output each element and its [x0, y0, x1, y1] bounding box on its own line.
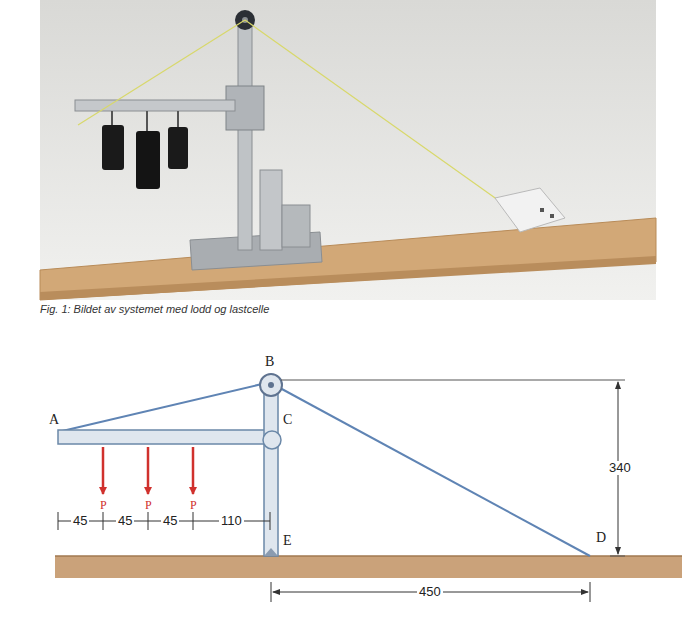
load-label: P: [188, 499, 199, 512]
drawing-part: [263, 431, 281, 449]
drawing-part: [40, 0, 656, 300]
dimension: 45: [161, 514, 179, 528]
drawing-part: [58, 384, 262, 432]
drawing-part: [75, 100, 235, 111]
load-label: P: [143, 499, 154, 512]
drawing-part: [78, 20, 245, 125]
drawing-part: [495, 188, 565, 232]
point-label: A: [47, 412, 61, 427]
drawing-part: [102, 447, 105, 494]
drawing-part: [147, 447, 150, 494]
drawing-part: [192, 447, 195, 494]
drawing-part: [102, 125, 124, 170]
drawing-part: [40, 256, 656, 300]
drawing-part: [55, 556, 682, 578]
dimension: 45: [71, 514, 89, 528]
point-label: E: [281, 533, 294, 548]
drawing-part: [136, 131, 160, 189]
drawing-part: [260, 374, 282, 396]
load-label: P: [98, 499, 109, 512]
point-label: C: [281, 412, 294, 427]
drawing-part: [168, 127, 188, 169]
drawing-part: [264, 385, 278, 556]
dimension: 340: [607, 461, 633, 475]
drawing-part: [610, 556, 625, 557]
drawing-part: [280, 388, 590, 556]
drawing-part: [238, 18, 252, 250]
drawing-part: [40, 218, 656, 300]
point-label: B: [263, 354, 276, 369]
dimension: 45: [116, 514, 134, 528]
drawing-part: [550, 214, 554, 218]
figure-caption: Fig. 1: Bildet av systemet med lodd og l…: [38, 303, 271, 315]
drawing-part: [268, 382, 274, 388]
drawing-part: [540, 208, 544, 212]
drawing-part: [245, 20, 505, 205]
drawing-part: [264, 548, 278, 556]
point-label: D: [594, 530, 608, 545]
dimension: 450: [417, 585, 443, 599]
drawing-part: [58, 430, 266, 444]
drawing-part: [260, 170, 282, 250]
structure: [55, 374, 682, 602]
drawing-part: [282, 205, 310, 247]
dimension: 110: [219, 514, 244, 528]
drawing-part: [281, 380, 625, 381]
drawing-part: [58, 512, 270, 530]
drawing-part: [271, 582, 590, 602]
photo: [40, 0, 656, 300]
